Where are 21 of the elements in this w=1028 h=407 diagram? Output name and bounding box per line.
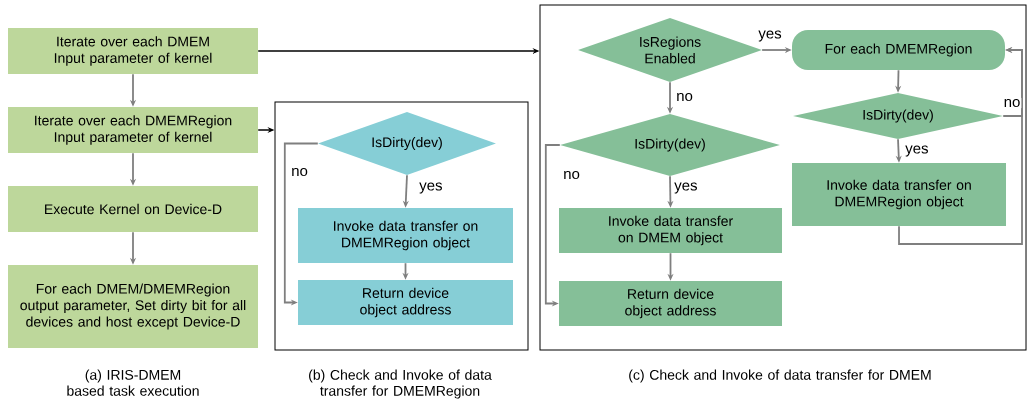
loop-box: For each DMEMRegion [792, 30, 1005, 70]
process-box: Invoke data transfer on DMEMRegion object [792, 163, 1006, 226]
edge-label: no [1002, 97, 1022, 109]
process-box: Return device object address [298, 280, 513, 325]
edge-label: yes [904, 144, 930, 158]
panel-caption: (c) Check and Invoke of data transfer for DMEM [629, 369, 931, 383]
process-box: For each DMEM/DMEMRegion output parameter, Set dirty bit for all devices and host except Device-D [8, 265, 258, 348]
edge-label: no [290, 166, 309, 178]
process-box: Return device object address [559, 281, 782, 326]
process-box: Invoke data transfer on DMEMRegion object [298, 208, 513, 263]
edge-label: yes [418, 181, 444, 195]
process-box: Iterate over each DMEM Input parameter of kernel [8, 28, 258, 74]
panel-caption: (b) Check and Invoke of data transfer for DMEMRegion [309, 369, 492, 399]
edge-label: yes [673, 181, 699, 195]
process-box: Execute Kernel on Device-D [8, 186, 258, 232]
process-box: Iterate over each DMEMRegion Input parameter of kernel [8, 107, 258, 153]
panel-frame [539, 4, 1027, 351]
panel-caption: (a) IRIS-DMEM based task execution [67, 369, 199, 396]
edge-label: no [675, 91, 694, 103]
panel-frame [274, 101, 529, 351]
process-box: Invoke data transfer on DMEM object [559, 208, 782, 253]
